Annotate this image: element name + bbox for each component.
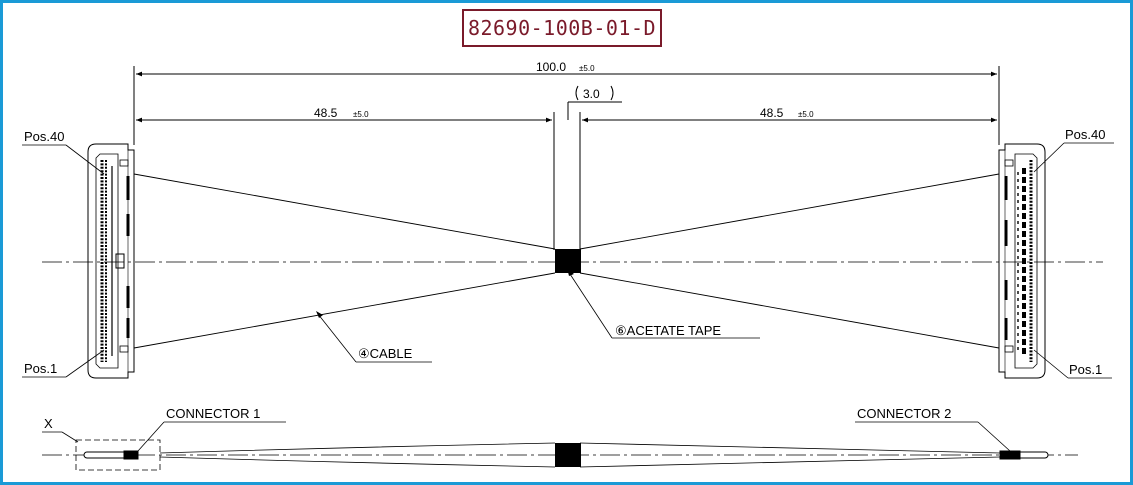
tape-callout-arrow [567,268,574,276]
connector-1-label: CONNECTOR 1 [166,406,260,421]
side-leaders [42,421,1011,452]
cable-outline [133,173,1000,349]
left-length-tolerance: ±5.0 [353,110,369,119]
cable-label: ④CABLE [358,346,413,361]
tape-width-value: 3.0 [583,87,600,101]
pos40-left-label: Pos.40 [24,129,64,144]
connector-right [998,143,1046,379]
right-length-tolerance: ±5.0 [798,110,814,119]
dimension-tape [567,85,622,120]
overall-length-value: 100.0 [536,60,566,74]
cable-callout-arrow [316,311,323,318]
side-connector-1 [83,450,139,460]
pos1-left-label: Pos.1 [24,361,57,376]
pos1-right-label: Pos.1 [1069,362,1102,377]
overall-length-tolerance: ±5.0 [579,64,595,73]
side-view-cable [159,442,1001,468]
side-acetate-tape-block [555,443,581,467]
right-length-value: 48.5 [760,106,784,120]
connector-left [87,143,135,379]
pos40-right-label: Pos.40 [1065,127,1105,142]
detail-x-box [75,439,161,471]
detail-x-label: X [44,416,53,431]
dimension-overall [133,66,1000,145]
callout-leaders [317,270,760,363]
part-number-title: 82690-100B-01-D [462,9,662,47]
acetate-tape-label: ⑥ACETATE TAPE [615,323,721,338]
connector-2-label: CONNECTOR 2 [857,406,951,421]
left-length-value: 48.5 [314,106,338,120]
dimension-left [136,112,581,250]
side-connector-2 [999,450,1049,460]
pos-leaders [22,142,1114,379]
